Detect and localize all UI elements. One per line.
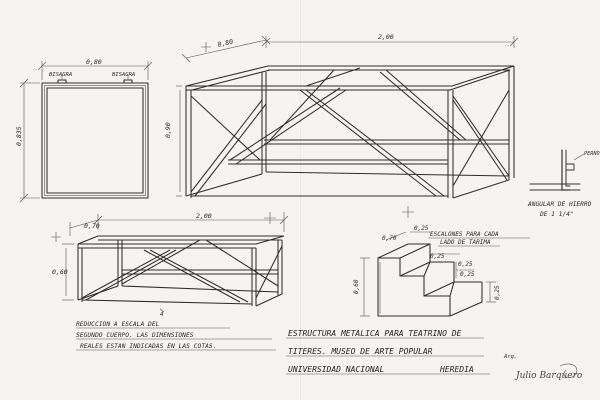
front-width-dim: 0,80 (86, 58, 102, 66)
author-signature: Julio Barquero (514, 371, 583, 381)
hinge-label-right: BISAGRA (112, 72, 135, 78)
steps-top-height-dim: 0,25 (430, 253, 445, 260)
front-view: 0,80 BISAGRA BISAGRA 0,835 (15, 58, 153, 203)
second-body-number: 4 (160, 311, 164, 318)
second-body-length-dim: 2,00 (196, 212, 212, 220)
bolt-label: PERNO (584, 151, 600, 157)
hinge-left-mark (57, 79, 67, 84)
angle-iron-caption-2: DE 1 1/4" (539, 211, 574, 218)
steps-view: 0,70 0,25 0,25 0,25 0,25 0,60 0,25 ESCAL… (353, 225, 530, 317)
steps-label-line-2: LADO DE TARIMA (440, 239, 491, 246)
scale-note: REDUCCION A ESCALA DEL SEGUNDO CUERPO. L… (76, 321, 276, 351)
steps-front-depth-dim: 0,70 (382, 235, 397, 242)
scale-note-line-1: REDUCCION A ESCALA DEL (76, 321, 160, 328)
steps-top-width-dim: 0,25 (414, 225, 429, 232)
hinge-right-mark (123, 79, 133, 84)
scale-note-line-3: REALES ESTAN INDICADAS EN LAS COTAS. (80, 343, 216, 350)
title-city: HEREDIA (439, 365, 474, 374)
front-height-dim: 0,835 (15, 126, 23, 146)
hinge-label-left: BISAGRA (49, 72, 72, 78)
angle-iron-caption-1: ANGULAR DE HIERRO (527, 201, 592, 208)
scale-note-line-2: SEGUNDO CUERPO. LAS DIMENSIONES (76, 332, 194, 339)
registration-marks (51, 42, 414, 242)
author-prefix: Arq. (503, 354, 517, 360)
steps-step-depth-dim: 0,25 (460, 271, 475, 278)
title-block: ESTRUCTURA METALICA PARA TEATRINO DE TIT… (286, 329, 583, 381)
second-body-view: 0,70 2,00 0,60 4 (52, 212, 289, 318)
steps-label-line-1: ESCALONES PARA CADA (430, 231, 499, 238)
steps-bottom-height-dim: 0,25 (494, 285, 501, 300)
steps-step-height-dim: 0,25 (458, 261, 473, 268)
perspective-length-dim: 2,00 (378, 33, 394, 41)
perspective-height-dim: 0,90 (164, 122, 172, 138)
title-line-2: TITERES. MUSEO DE ARTE POPULAR (288, 347, 433, 356)
second-body-depth-dim: 0,70 (84, 222, 100, 230)
perspective-view: 0,80 2,00 0,90 (164, 33, 519, 199)
title-line-3: UNIVERSIDAD NACIONAL (288, 365, 385, 374)
title-line-1: ESTRUCTURA METALICA PARA TEATRINO DE (288, 329, 462, 338)
second-body-height-dim: 0,60 (52, 268, 68, 276)
angle-iron-detail: PERNO ANGULAR DE HIERRO DE 1 1/4" (527, 149, 600, 218)
steps-total-height-dim: 0,60 (353, 279, 360, 294)
perspective-depth-dim: 0,80 (217, 38, 234, 49)
